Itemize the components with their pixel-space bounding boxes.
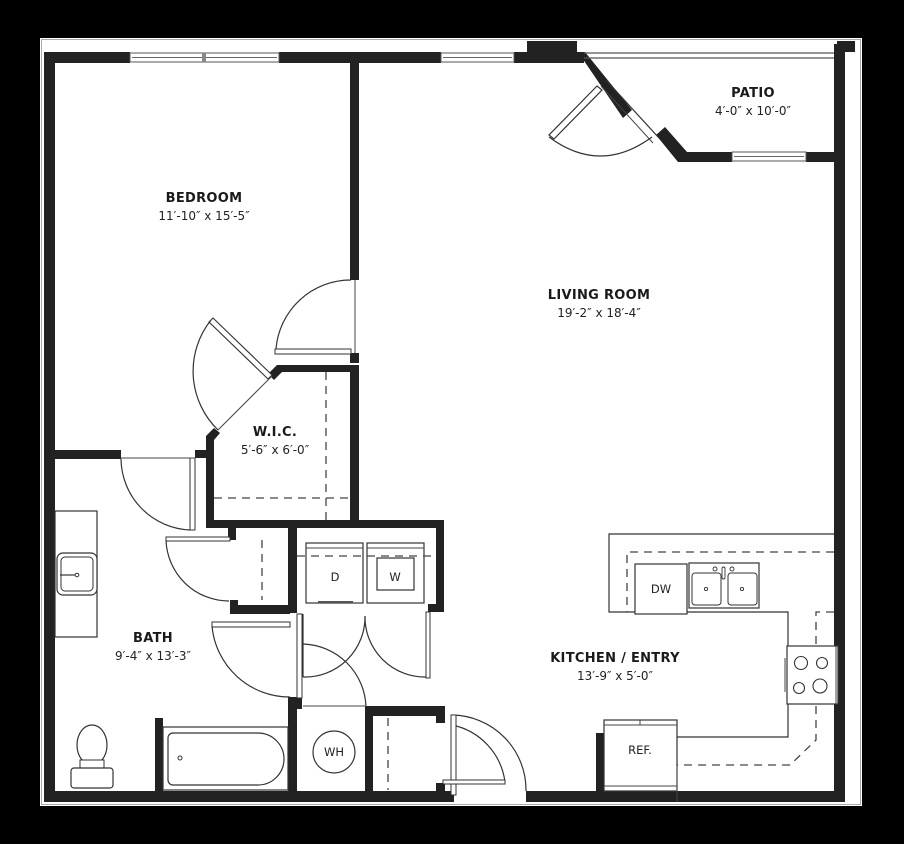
paper-border — [41, 39, 861, 805]
interior-walls — [55, 62, 604, 802]
wic-dimensions: 5′-6″ x 6′-0″ — [241, 443, 310, 457]
bedroom-label: BEDROOM — [166, 191, 243, 206]
kitchen-dimensions: 13′-9″ x 5′-0″ — [577, 669, 653, 683]
bath-dimensions: 9′-4″ x 13′-3″ — [115, 649, 191, 663]
windows — [129, 52, 834, 162]
water-heater-label: WH — [324, 745, 344, 759]
patio-dimensions: 4′-0″ x 10′-0″ — [715, 104, 791, 118]
paper — [40, 38, 862, 806]
exterior-walls — [44, 41, 855, 802]
bath-label: BATH — [133, 631, 173, 646]
dishwasher-label: DW — [651, 582, 671, 596]
living-room-label: LIVING ROOM — [548, 288, 650, 303]
refrigerator-label: REF. — [628, 743, 652, 757]
kitchen-fixtures — [603, 533, 839, 802]
fixture-labels: D W WH DW REF. — [324, 570, 671, 759]
bath-fixtures — [54, 510, 289, 791]
patio-label: PATIO — [731, 86, 775, 101]
laundry-fixtures — [297, 542, 436, 774]
living-room-dimensions: 19′-2″ x 18′-4″ — [557, 306, 641, 320]
washer-label: W — [389, 570, 400, 584]
wic-label: W.I.C. — [253, 425, 297, 440]
room-labels: BEDROOM 11′-10″ x 15′-5″ LIVING ROOM 19′… — [115, 86, 791, 683]
kitchen-label: KITCHEN / ENTRY — [550, 651, 680, 666]
dryer-label: D — [331, 570, 340, 584]
patio-door — [548, 79, 660, 157]
doors — [120, 279, 527, 796]
wic-shelving — [214, 372, 350, 520]
bedroom-dimensions: 11′-10″ x 15′-5″ — [158, 209, 250, 223]
